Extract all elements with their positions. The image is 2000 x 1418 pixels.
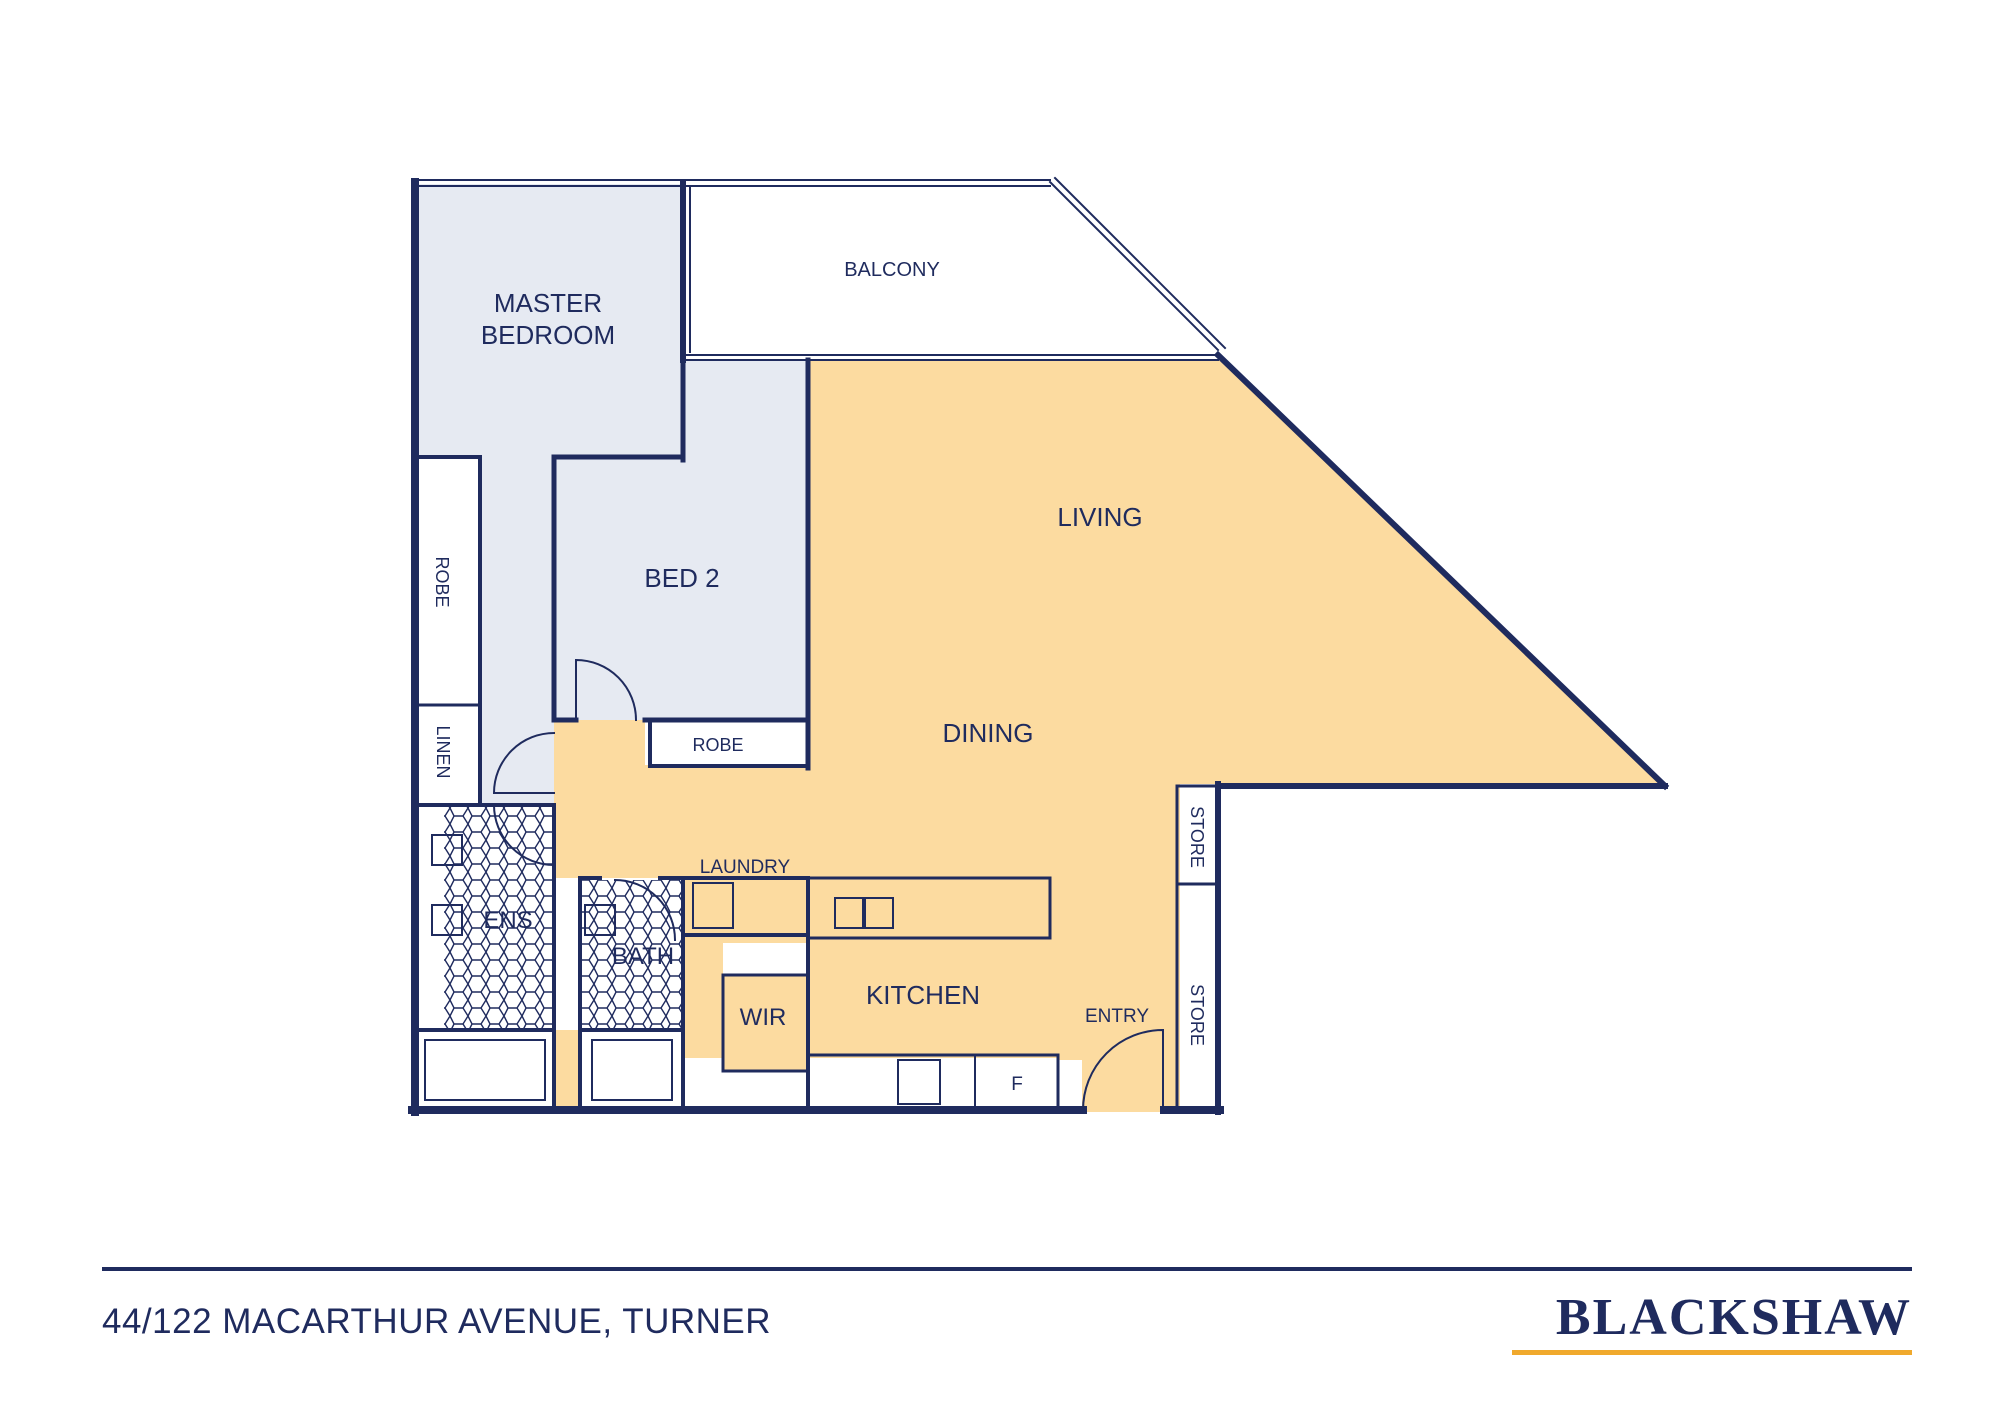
- wir-label: WIR: [740, 1004, 787, 1031]
- brand-name: BLACKSHAW: [1555, 1289, 1912, 1346]
- bed2-area: [554, 360, 808, 720]
- entry-label: ENTRY: [1085, 1006, 1149, 1027]
- living-area: [554, 360, 1662, 1112]
- master-bedroom-label-2: BEDROOM: [481, 320, 615, 350]
- brand-logo: BLACKSHAW: [1512, 1288, 1912, 1360]
- fridge-label: F: [1011, 1074, 1023, 1095]
- robe-bed2-label: ROBE: [692, 735, 743, 755]
- ens-label: ENS: [483, 907, 532, 934]
- linen-label: LINEN: [433, 725, 453, 778]
- laundry-label: LAUNDRY: [700, 857, 791, 878]
- dining-label: DINING: [943, 718, 1034, 748]
- wir-area: [723, 975, 808, 1071]
- ens-passage-area: [554, 1030, 580, 1110]
- kitchen-label: KITCHEN: [866, 980, 980, 1010]
- store-label-2: STORE: [1187, 984, 1207, 1046]
- property-address: 44/122 MACARTHUR AVENUE, TURNER: [102, 1302, 772, 1341]
- living-label: LIVING: [1057, 502, 1142, 532]
- brand-underline: [1512, 1350, 1912, 1355]
- footer-rule: [102, 1267, 1912, 1271]
- robe-master-label: ROBE: [432, 556, 452, 607]
- balcony-area: [683, 184, 1220, 355]
- balcony-label: BALCONY: [844, 259, 940, 281]
- master-bedroom-label-1: MASTER: [494, 288, 602, 318]
- master-passage-area: [480, 457, 554, 805]
- bath-label: BATH: [612, 943, 674, 970]
- bed2-label: BED 2: [644, 563, 719, 593]
- store-label-1: STORE: [1187, 806, 1207, 868]
